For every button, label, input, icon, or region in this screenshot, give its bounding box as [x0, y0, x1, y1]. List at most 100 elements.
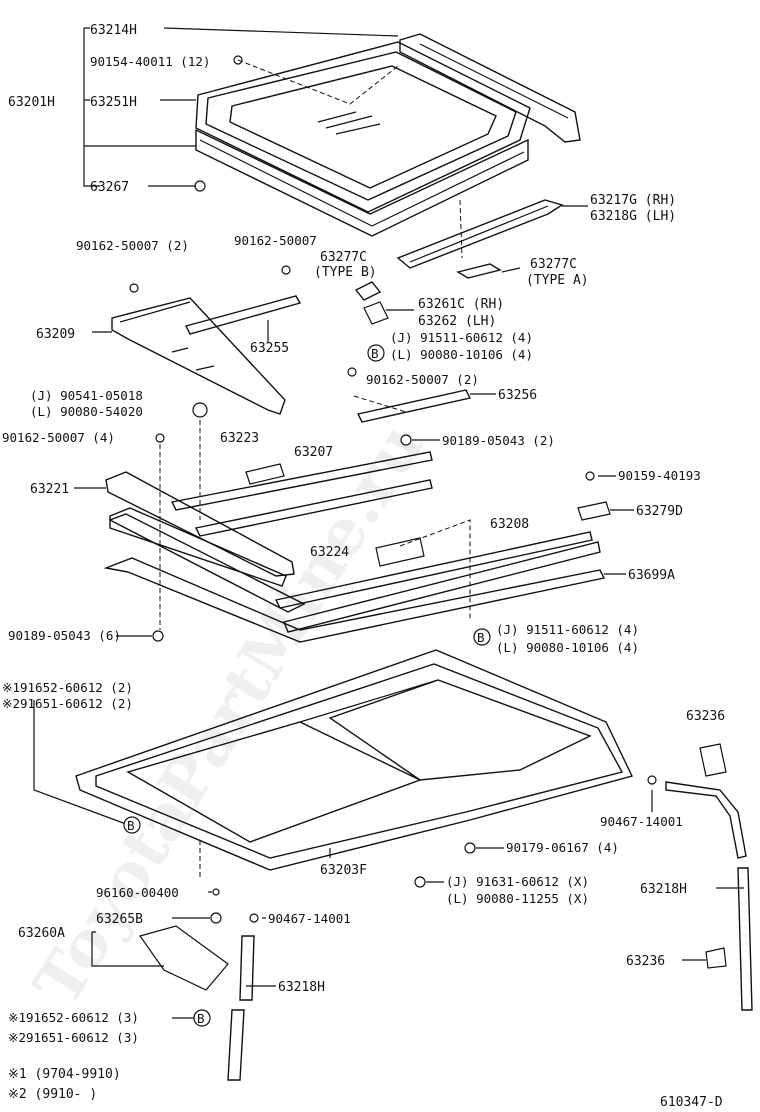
label-j91631: (J) 91631-60612 (X) [446, 874, 589, 889]
ref-b-2: B [473, 628, 491, 646]
label-63218H-bottom: 63218H [278, 980, 325, 995]
clip-63236-bottom [705, 947, 727, 969]
seal-63699A [103, 557, 606, 643]
side-rail-63217G [396, 199, 564, 269]
bracket-63277C-type-b [354, 281, 382, 301]
label-63255: 63255 [250, 341, 289, 356]
drain-hose-left-lower [227, 1009, 245, 1081]
washer-96160 [212, 888, 220, 896]
label-90467-14001-a: 90467-14001 [600, 814, 683, 829]
label-63262: 63262 (LH) [418, 314, 496, 329]
ref-b-4: B [193, 1009, 211, 1027]
label-63223: 63223 [220, 431, 259, 446]
label-90162-50007-2b: 90162-50007 (2) [366, 372, 479, 387]
label-j91511-a: (J) 91511-60612 (4) [390, 330, 533, 345]
label-l90080-c: (L) 90080-10106 (4) [496, 640, 639, 655]
seal-63224 [108, 513, 306, 613]
label-63265B: 63265B [96, 912, 143, 927]
bracket-63223 [245, 463, 285, 485]
label-63267: 63267 [90, 180, 129, 195]
drain-hose-right [665, 781, 747, 859]
label-63277C-a: 63277C [530, 257, 577, 272]
drain-hose-right-lower [737, 867, 753, 1011]
housing-63203F [75, 649, 633, 871]
label-63208: 63208 [490, 517, 529, 532]
label-63214H: 63214H [90, 23, 137, 38]
label-s1-91652-2: ※191652-60612 (2) [2, 680, 133, 695]
screw-90159 [585, 471, 595, 481]
svg-text:B: B [477, 630, 485, 645]
label-90162-50007: 90162-50007 [234, 233, 317, 248]
label-type-b: (TYPE B) [314, 265, 377, 280]
svg-text:B: B [371, 346, 379, 361]
label-90189-05043-2: 90189-05043 (2) [442, 433, 555, 448]
bracket-63277C-type-a [456, 263, 502, 279]
label-63224: 63224 [310, 545, 349, 560]
bolt-90162-b [281, 265, 291, 275]
sunroof-glass-panel [195, 41, 531, 237]
label-63277C-b: 63277C [320, 250, 367, 265]
guide-63255 [184, 295, 302, 335]
label-j91511-b: (J) 91511-60612 (4) [496, 622, 639, 637]
label-63221: 63221 [30, 482, 69, 497]
nut-90179 [464, 842, 476, 854]
note-2: ※2 (9910- ) [8, 1087, 97, 1102]
frame-63221 [105, 471, 295, 587]
label-63251H: 63251H [90, 95, 137, 110]
label-63236-a: 63236 [686, 709, 725, 724]
label-90189-05043-6: 90189-05043 (6) [8, 628, 121, 643]
label-s2-91651-2: ※291651-60612 (2) [2, 696, 133, 711]
leader-lines [33, 27, 744, 1019]
guide-63256 [356, 389, 472, 423]
label-63218G: 63218G (LH) [590, 209, 676, 224]
watermark: ToyotaPartMine.ru [20, 411, 439, 1019]
label-90159-40193: 90159-40193 [618, 468, 701, 483]
bracket-63279D [577, 501, 611, 521]
label-63260A: 63260A [18, 926, 65, 941]
bracket-63224-mount [375, 537, 425, 567]
label-63256: 63256 [498, 388, 537, 403]
label-63236-b: 63236 [626, 954, 665, 969]
label-90154-40011: 90154-40011 (12) [90, 54, 210, 69]
drip-channel-63209 [111, 297, 286, 415]
bushing-63265B [210, 912, 222, 924]
label-90179-06167: 90179-06167 (4) [506, 840, 619, 855]
ref-b-1: B [367, 344, 385, 362]
label-s2-91651-3: ※291651-60612 (3) [8, 1030, 139, 1045]
label-l90080-b: (L) 90080-54020 [30, 404, 143, 419]
label-63207: 63207 [294, 445, 333, 460]
label-63209: 63209 [36, 327, 75, 342]
drain-hose-left [239, 935, 255, 1001]
bracket-63261C [363, 301, 389, 325]
label-63201H: 63201H [8, 95, 55, 110]
wind-deflector [399, 33, 581, 143]
label-63218H-right: 63218H [640, 882, 687, 897]
clip-63267 [194, 180, 206, 192]
bolt-91631 [414, 876, 426, 888]
label-90162-50007-2: 90162-50007 (2) [76, 238, 189, 253]
bolt-90162-d [155, 433, 165, 443]
bolt-90162-c [347, 367, 357, 377]
nut-90189-a [400, 434, 412, 446]
svg-text:B: B [127, 818, 135, 833]
label-l90080-a: (L) 90080-10106 (4) [390, 347, 533, 362]
clip-63236-top [699, 743, 727, 777]
nut-90189-b [152, 630, 164, 642]
guide-rails [170, 451, 601, 633]
label-63217G: 63217G (RH) [590, 193, 676, 208]
label-90467-14001-b: 90467-14001 [268, 911, 351, 926]
label-type-a: (TYPE A) [526, 273, 589, 288]
label-63279D: 63279D [636, 504, 683, 519]
label-63261C: 63261C (RH) [418, 297, 504, 312]
label-s1-91652-3: ※191652-60612 (3) [8, 1010, 139, 1025]
figure-code: 610347-D [660, 1095, 723, 1110]
note-1: ※1 (9704-9910) [8, 1067, 121, 1082]
label-90162-50007-4: 90162-50007 (4) [2, 430, 115, 445]
motor-63260A [139, 925, 229, 991]
ref-b-3: B [123, 816, 141, 834]
label-63699A: 63699A [628, 568, 675, 583]
bolt-90162-a [129, 283, 139, 293]
label-j90541: (J) 90541-05018 [30, 388, 143, 403]
